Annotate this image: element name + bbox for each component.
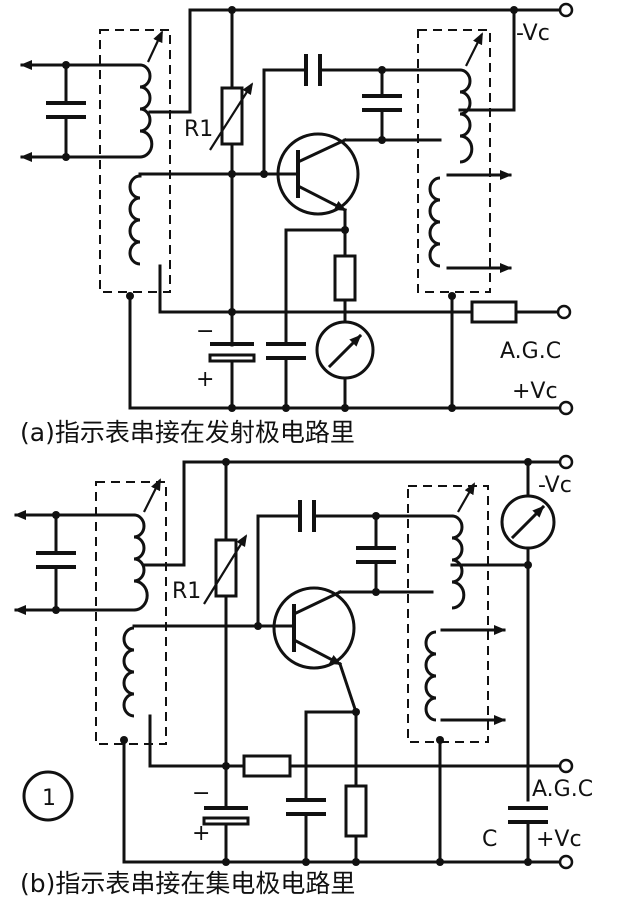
input-capacitor-b	[36, 511, 76, 614]
input-transformer-a	[88, 29, 171, 293]
input-transformer-b	[88, 478, 167, 745]
top-bus-a: -Vc	[148, 2, 574, 114]
r1-label-b: R1	[172, 579, 201, 604]
meter-b	[500, 460, 556, 802]
bottom-bus-a: +Vc	[126, 292, 574, 416]
bottom-bus-b: +Vc	[120, 736, 582, 870]
input-arrows-a	[20, 60, 92, 162]
middle-bus-a: A.G.C	[158, 264, 572, 364]
output-transformer-a	[417, 8, 516, 293]
output-transformer-b	[407, 482, 530, 743]
minus-sign-a: −	[196, 319, 214, 344]
transistor-b	[272, 586, 380, 714]
vc-neg-terminal-a	[558, 2, 574, 18]
figure-number: 1	[22, 770, 74, 822]
tuning-capacitor-a	[362, 68, 442, 142]
input-capacitor-a	[46, 61, 86, 161]
plus-sign-a: +	[196, 367, 214, 392]
circuit-a: -Vc R1	[20, 2, 574, 447]
capacitor-c-b: C	[482, 764, 548, 864]
figure-number-text: 1	[42, 786, 56, 811]
caption-a: (a)指示表串接在发射极电路里	[20, 418, 355, 447]
electrolytic-capacitor-b: − +	[192, 764, 250, 864]
vc-pos-label-b: +Vc	[536, 827, 582, 852]
agc-label-b: A.G.C	[532, 777, 593, 802]
electrolytic-capacitor-a: − +	[196, 310, 256, 410]
plus-sign-b: +	[192, 821, 210, 846]
resistor-r1-a: R1	[184, 8, 254, 347]
agc-label-a: A.G.C	[500, 339, 561, 364]
minus-sign-b: −	[192, 781, 210, 806]
middle-bus-b: A.G.C	[148, 714, 593, 802]
c-label-b: C	[482, 827, 497, 852]
feedback-capacitor-b	[256, 500, 434, 628]
top-bus-b: -Vc	[142, 454, 574, 567]
r1-label-a: R1	[184, 117, 213, 142]
vc-pos-label-a: +Vc	[512, 379, 558, 404]
input-arrows-b	[14, 510, 92, 615]
transistor-a	[276, 132, 386, 258]
emitter-network-b	[286, 708, 368, 864]
vc-neg-label-b: -Vc	[538, 473, 572, 498]
tuning-capacitor-b	[356, 514, 434, 594]
feedback-capacitor-a	[262, 54, 442, 176]
circuit-b: -Vc R1	[14, 454, 593, 898]
meter-a	[315, 320, 375, 410]
vc-neg-label-a: -Vc	[516, 21, 550, 46]
bypass-capacitor-a	[266, 228, 306, 410]
caption-b: (b)指示表串接在集电极电路里	[20, 869, 355, 898]
